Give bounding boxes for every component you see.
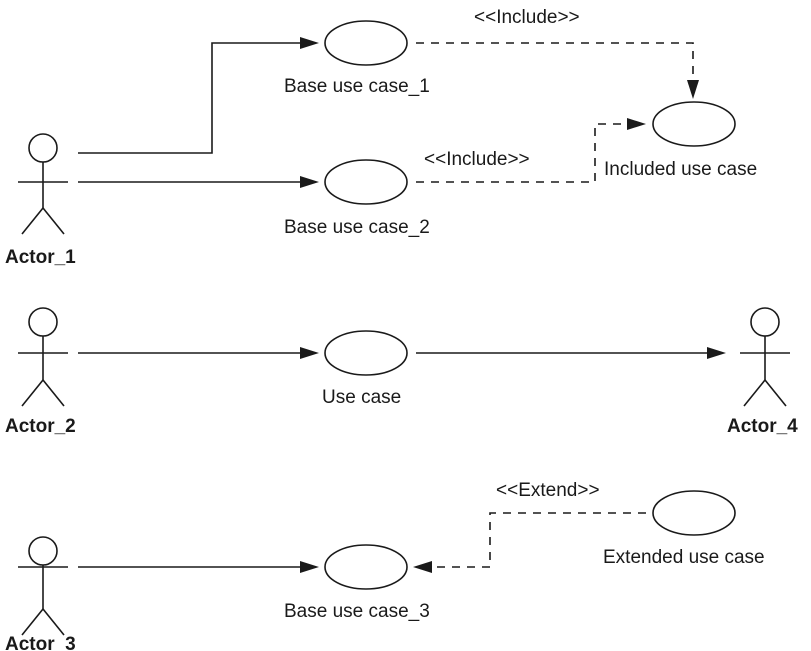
actor-2-figure [18,307,68,407]
use-case-base-3: Base use case_3 [284,544,430,622]
association-actor2-use-case [78,347,319,359]
association-actor1-base-uc-1 [78,37,319,154]
association-use-case-actor4 [416,347,726,359]
actor-3-label: Actor_3 [5,634,76,651]
association-actor3-base-uc-3 [78,561,319,573]
use-case-base-3-label: Base use case_3 [284,601,430,622]
use-case-extended-ellipse [652,490,736,536]
use-case-included: Included use case [604,101,757,180]
actor-2-label: Actor_2 [5,416,76,437]
use-case-extended: Extended use case [603,490,765,568]
include-relation-2: <<Include>> [416,118,646,183]
actor-1-figure [18,133,68,235]
extend-stereotype: <<Extend>> [496,480,600,501]
actor-1-label: Actor_1 [5,247,76,268]
use-case-base-1-ellipse [324,20,408,66]
association-actor1-base-uc-2 [78,176,319,188]
use-case-main: Use case [322,330,408,408]
actor-1: Actor_1 [5,133,76,268]
include-stereotype-1: <<Include>> [474,7,580,28]
actor-3: Actor_3 [5,536,76,651]
use-case-base-1-label: Base use case_1 [284,76,430,97]
actor-4: Actor_4 [727,307,798,437]
include-stereotype-2: <<Include>> [424,149,530,170]
use-case-base-2: Base use case_2 [284,159,430,238]
actor-2: Actor_2 [5,307,76,437]
use-case-included-ellipse [652,101,736,147]
use-case-base-3-ellipse [324,544,408,590]
actor-3-figure [18,536,68,636]
use-case-base-1: Base use case_1 [284,20,430,97]
use-case-main-label: Use case [322,387,401,408]
use-case-included-label: Included use case [604,159,757,180]
use-case-extended-label: Extended use case [603,547,765,568]
include-relation-1: <<Include>> [416,7,699,99]
actor-4-label: Actor_4 [727,416,798,437]
use-case-main-ellipse [324,330,408,376]
use-case-base-2-label: Base use case_2 [284,217,430,238]
extend-relation: <<Extend>> [413,480,646,573]
actor-4-figure [740,307,790,407]
use-case-base-2-ellipse [324,159,408,205]
